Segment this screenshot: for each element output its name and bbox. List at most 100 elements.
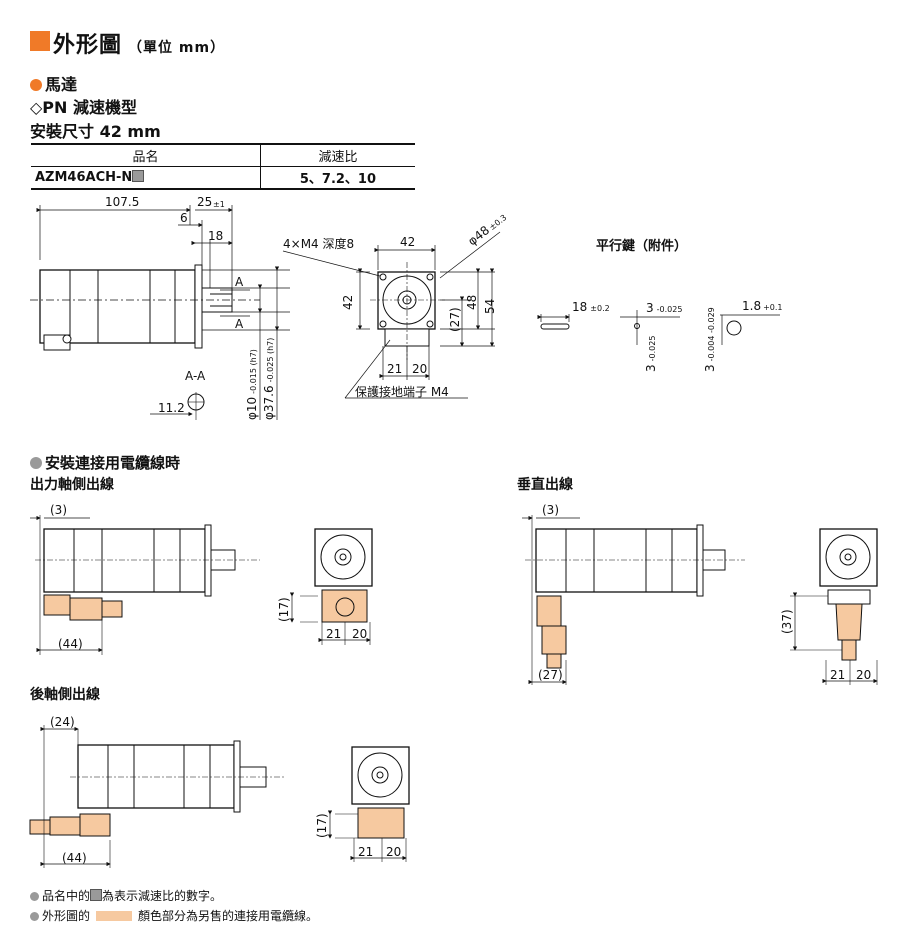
conn-out-dim-3: (3)	[50, 503, 67, 517]
conn-output-side-view	[30, 515, 260, 655]
dim-48-dia-tol: ±0.3	[488, 213, 509, 232]
placeholder-square-icon	[132, 170, 145, 182]
page-title: 外形圖 （單位 mm）	[53, 27, 225, 59]
vertical-label: 垂直出線	[517, 477, 573, 493]
ground-terminal-label: 保護接地端子 M4	[355, 384, 449, 399]
conn-rear-dim-21: 21	[358, 845, 373, 859]
note-bullet-icon	[30, 892, 39, 901]
side-dims	[36, 205, 290, 420]
conn-vert-dim-3: (3)	[542, 503, 559, 517]
key-height: 3-0.025	[644, 336, 658, 372]
orange-bullet-icon	[30, 79, 42, 91]
motor-side-view	[30, 264, 260, 351]
motor-heading-text: 馬達	[45, 75, 78, 94]
note-2-b: 顏色部分為另售的連接用電纜線。	[138, 909, 319, 923]
conn-vert-dim-27: (27)	[538, 668, 563, 682]
dim-20: 20	[412, 362, 427, 376]
key-width-text: 3	[646, 301, 654, 315]
key-drawing	[537, 310, 780, 345]
rear-side-label: 後軸側出線	[30, 687, 100, 703]
key-len-text: 18	[572, 300, 587, 314]
dim-25: 25	[197, 195, 212, 209]
title-accent-square	[30, 31, 50, 51]
key-len: 18±0.2	[572, 300, 610, 314]
dim-shaft-10: φ10 -0.015 (h7)	[245, 349, 259, 420]
page-title-text: 外形圖	[53, 33, 123, 58]
key-height-2-tol: -0.004 -0.029	[707, 307, 716, 361]
spec-col-model: 品名	[31, 143, 261, 167]
conn-vertical-front-view	[790, 528, 878, 685]
conn-rear-dim-44: (44)	[62, 851, 87, 865]
dim-48-dia: φ48±0.3	[465, 210, 509, 249]
dim-54: 54	[483, 299, 497, 314]
spec-table-header-row: 品名 減速比	[31, 143, 415, 167]
mount-size-heading: 安裝尺寸 42 mm	[30, 122, 161, 141]
conn-out-dim-44: (44)	[58, 637, 83, 651]
conn-out-dim-21: 21	[326, 627, 341, 641]
dim-18: 18	[208, 229, 223, 243]
conn-out-dim-17: (17)	[277, 597, 291, 622]
dim-21: 21	[387, 362, 402, 376]
cable-section-heading: 安裝連接用電纜線時	[30, 452, 180, 473]
dim-42-vertical: 42	[341, 295, 355, 310]
key-height-2: 3 -0.004 -0.029	[703, 307, 717, 372]
key-width-tol: -0.025	[657, 305, 683, 314]
section-mark-a-bottom: A	[235, 317, 244, 331]
key-width: 3-0.025	[646, 301, 682, 315]
spec-table: 品名 減速比 AZM46ACH-N 5、7.2、10	[31, 143, 415, 190]
key-title: 平行鍵（附件）	[596, 238, 687, 254]
dim-shaft-37-6-text: φ37.6	[262, 385, 276, 420]
motor-front-view	[370, 262, 445, 360]
dim-holes: 4×M4 深度8	[283, 236, 354, 251]
note-1-a: 品名中的	[42, 889, 91, 903]
conn-vert-dim-20: 20	[856, 668, 871, 682]
conn-out-dim-20: 20	[352, 627, 367, 641]
front-dims	[282, 231, 501, 399]
spec-table-row: AZM46ACH-N 5、7.2、10	[31, 166, 415, 190]
gray-bullet-icon	[30, 457, 42, 469]
conn-vertical-side-view	[522, 515, 745, 685]
dim-25-tol: ±1	[213, 200, 225, 209]
dim-48-vertical: 48	[465, 295, 479, 310]
dim-11-2: 11.2	[158, 401, 185, 415]
key-height-tol: -0.025	[648, 336, 657, 362]
section-aa-label: A-A	[185, 369, 206, 383]
page-title-unit: （單位 mm）	[128, 40, 226, 56]
spec-col-ratio: 減速比	[259, 143, 415, 167]
key-dia-text: 1.8	[742, 299, 761, 313]
motor-heading: 馬達	[30, 71, 77, 95]
section-aa	[150, 392, 205, 420]
dim-shaft-37-6: φ37.6-0.025 (h7)	[262, 338, 276, 420]
key-len-tol: ±0.2	[590, 304, 609, 313]
conn-output-front-view	[289, 528, 373, 645]
dim-shaft-10-text: φ10	[245, 397, 259, 420]
dim-42: 42	[400, 235, 415, 249]
cable-section-heading-text: 安裝連接用電纜線時	[45, 454, 181, 472]
key-dia: 1.8+0.1	[742, 299, 783, 313]
spec-model-text: AZM46ACH-N	[35, 170, 133, 185]
conn-rear-dim-20: 20	[386, 845, 401, 859]
conn-vert-dim-21: 21	[830, 668, 845, 682]
conn-rear-dim-17: (17)	[315, 813, 329, 838]
key-dia-tol: +0.1	[763, 303, 782, 312]
dim-shaft-10-tol: -0.015 (h7)	[249, 349, 258, 394]
gear-type-heading: ◇PN 減速機型	[30, 98, 137, 117]
key-height-2-text: 3	[703, 364, 717, 372]
cable-color-swatch	[96, 911, 133, 921]
conn-rear-dim-24: (24)	[50, 715, 75, 729]
section-mark-a-top: A	[235, 275, 244, 289]
note-1-b: 為表示減速比的數字。	[102, 889, 223, 903]
conn-rear-side-view	[29, 725, 285, 868]
conn-rear-front-view	[327, 746, 410, 862]
note-bullet-icon	[30, 912, 39, 921]
dim-6: 6	[180, 211, 188, 225]
dim-107-5: 107.5	[105, 195, 139, 209]
note-2: 外形圖的 顏色部分為另售的連接用電纜線。	[30, 907, 318, 924]
spec-ratio-cell: 5、7.2、10	[259, 166, 415, 190]
note-2-a: 外形圖的	[42, 909, 91, 923]
conn-vert-dim-37: (37)	[780, 609, 794, 634]
spec-model-cell: AZM46ACH-N	[31, 166, 261, 190]
output-side-label: 出力軸側出線	[30, 477, 114, 493]
dim-27: (27)	[448, 307, 462, 332]
